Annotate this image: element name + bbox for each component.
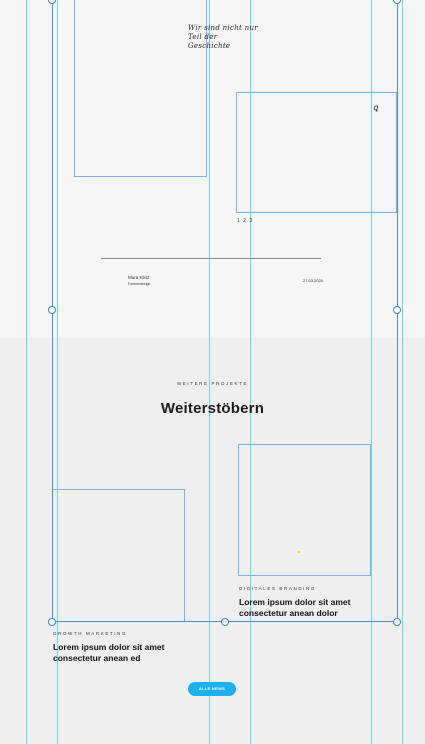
layout-guide-line: [57, 0, 58, 744]
resize-handle[interactable]: [221, 618, 229, 626]
selection-frame: [52, 0, 398, 622]
gallery-pagination[interactable]: 1 2 3: [237, 218, 254, 224]
hero-image-left[interactable]: [74, 0, 207, 177]
section-heading: Weiterstöbern: [160, 400, 265, 417]
signature-icon: ꝗ: [372, 103, 378, 112]
layout-guide-line: [371, 0, 372, 744]
project-card-category: Growth Marketing: [53, 631, 128, 636]
resize-handle[interactable]: [48, 306, 56, 314]
sparkle-icon: [298, 551, 300, 553]
resize-handle[interactable]: [393, 618, 401, 626]
layout-guide-line: [402, 0, 403, 744]
bottom-section: [0, 338, 425, 744]
section-eyebrow: Weitere Projekte: [176, 381, 249, 386]
layout-guide-line: [26, 0, 27, 744]
script-quote: Wir sind nicht nur Teil der Geschichte: [188, 24, 258, 50]
layout-guide-line: [250, 0, 251, 744]
top-section: [0, 0, 425, 338]
resize-handle[interactable]: [48, 618, 56, 626]
layout-guide-line: [209, 0, 210, 744]
publish-date: 27.03.2020: [303, 278, 324, 283]
divider: [101, 258, 321, 259]
author-name: Mara Klinz: [128, 275, 150, 280]
author-role: Formendesign: [128, 282, 151, 286]
hero-image-right[interactable]: ꝗ: [236, 92, 397, 213]
project-card-image[interactable]: [238, 444, 371, 576]
project-card-category: Digitales Branding: [239, 586, 316, 591]
project-card-title[interactable]: Lorem ipsum dolor sit amet consectetur a…: [53, 642, 165, 663]
project-card-title[interactable]: Lorem ipsum dolor sit amet consectetur a…: [239, 597, 351, 618]
all-news-button[interactable]: ALLE NEWS: [188, 682, 236, 696]
resize-handle[interactable]: [393, 306, 401, 314]
